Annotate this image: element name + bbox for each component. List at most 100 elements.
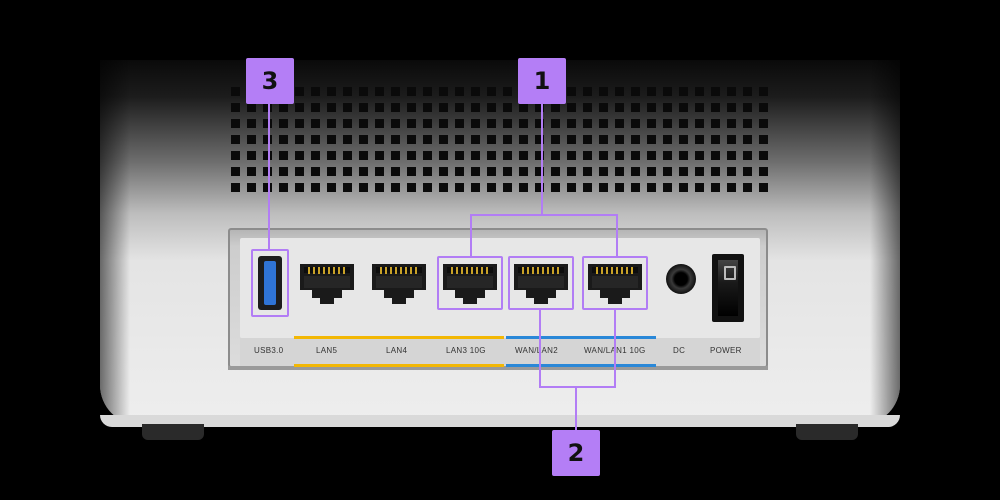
vent-hole <box>727 103 736 112</box>
vent-hole <box>503 151 512 160</box>
vent-hole <box>535 135 544 144</box>
vent-hole <box>343 103 352 112</box>
vent-hole <box>743 167 752 176</box>
vent-hole <box>647 183 656 192</box>
vent-hole <box>567 167 576 176</box>
vent-hole <box>599 119 608 128</box>
vent-hole <box>327 103 336 112</box>
vent-hole <box>615 87 624 96</box>
lan-stripe-bottom <box>294 364 504 367</box>
vent-hole <box>375 151 384 160</box>
vent-hole <box>407 167 416 176</box>
vent-hole <box>503 103 512 112</box>
vent-hole <box>327 135 336 144</box>
vent-hole <box>743 135 752 144</box>
vent-hole <box>391 119 400 128</box>
vent-hole <box>263 183 272 192</box>
vent-hole <box>647 151 656 160</box>
vent-hole <box>247 119 256 128</box>
vent-hole <box>359 103 368 112</box>
vent-hole <box>439 135 448 144</box>
vent-hole <box>455 183 464 192</box>
vent-hole <box>231 183 240 192</box>
vent-hole <box>423 119 432 128</box>
vent-hole <box>727 183 736 192</box>
label-usb: USB3.0 <box>254 346 284 355</box>
wan-stripe-bottom <box>506 364 656 367</box>
callout-line-1-stem <box>541 104 543 216</box>
vent-hole <box>759 135 768 144</box>
vent-hole <box>311 183 320 192</box>
vent-hole <box>359 167 368 176</box>
vent-hole <box>343 167 352 176</box>
vent-hole <box>295 167 304 176</box>
vent-hole <box>711 167 720 176</box>
vent-hole <box>423 183 432 192</box>
vent-hole <box>759 167 768 176</box>
vent-hole <box>295 119 304 128</box>
vent-hole <box>599 87 608 96</box>
callout-box-usb <box>251 249 289 317</box>
vent-hole <box>743 183 752 192</box>
vent-hole <box>423 167 432 176</box>
vent-hole <box>711 103 720 112</box>
vent-hole <box>519 135 528 144</box>
vent-hole <box>503 183 512 192</box>
vent-hole <box>471 183 480 192</box>
vent-hole <box>231 151 240 160</box>
vent-hole <box>471 119 480 128</box>
vent-hole <box>263 103 272 112</box>
vent-hole <box>423 151 432 160</box>
vent-hole <box>631 167 640 176</box>
vent-hole <box>519 183 528 192</box>
vent-hole <box>263 119 272 128</box>
vent-hole <box>727 151 736 160</box>
vent-hole <box>727 167 736 176</box>
vent-hole <box>295 103 304 112</box>
router-base <box>100 415 900 427</box>
vent-hole <box>583 183 592 192</box>
vent-hole <box>311 135 320 144</box>
vent-hole <box>679 87 688 96</box>
vent-hole <box>615 103 624 112</box>
vent-hole <box>599 151 608 160</box>
vent-hole <box>599 135 608 144</box>
vent-hole <box>583 135 592 144</box>
vent-hole <box>295 151 304 160</box>
vent-hole <box>279 183 288 192</box>
vent-hole <box>359 87 368 96</box>
vent-hole <box>631 87 640 96</box>
vent-hole <box>695 87 704 96</box>
vent-hole <box>439 87 448 96</box>
vent-hole <box>471 103 480 112</box>
vent-hole <box>519 151 528 160</box>
vent-hole <box>647 167 656 176</box>
vent-hole <box>567 151 576 160</box>
vent-hole <box>583 119 592 128</box>
vent-hole <box>327 167 336 176</box>
vent-hole <box>759 119 768 128</box>
vent-hole <box>471 167 480 176</box>
vent-grid <box>231 87 768 192</box>
vent-hole <box>679 167 688 176</box>
vent-hole <box>615 151 624 160</box>
vent-hole <box>247 167 256 176</box>
vent-hole <box>663 183 672 192</box>
vent-hole <box>247 151 256 160</box>
vent-hole <box>311 119 320 128</box>
vent-hole <box>439 167 448 176</box>
vent-hole <box>423 103 432 112</box>
vent-hole <box>391 151 400 160</box>
label-dc: DC <box>673 346 686 355</box>
vent-hole <box>711 135 720 144</box>
vent-hole <box>391 87 400 96</box>
vent-hole <box>727 119 736 128</box>
vent-hole <box>759 151 768 160</box>
vent-hole <box>487 135 496 144</box>
vent-hole <box>647 103 656 112</box>
vent-hole <box>327 183 336 192</box>
vent-hole <box>679 135 688 144</box>
vent-hole <box>503 119 512 128</box>
vent-hole <box>567 135 576 144</box>
